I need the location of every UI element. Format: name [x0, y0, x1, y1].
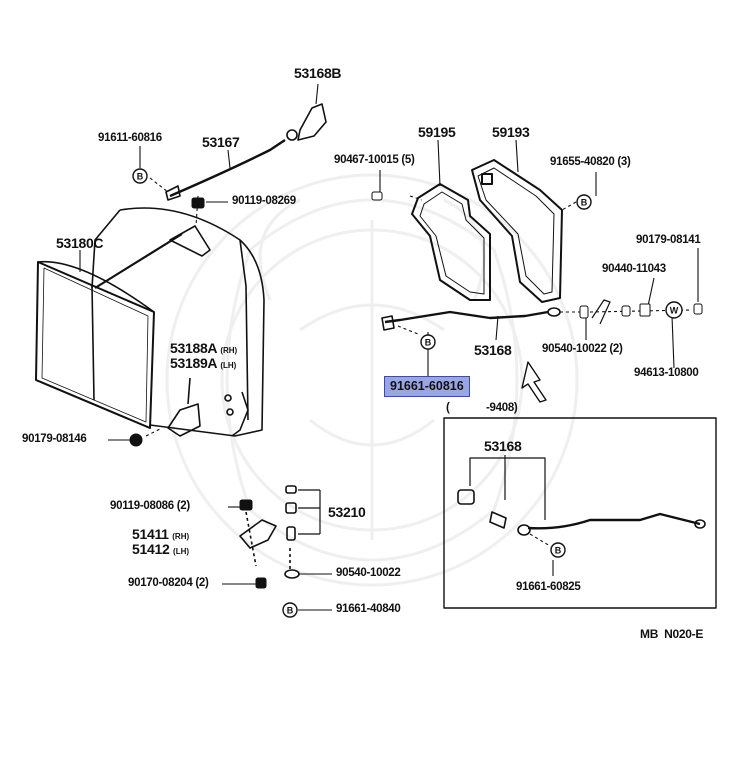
- callout-90179-08141: 90179-08141: [636, 234, 701, 246]
- bolt-symbol-label: B: [287, 606, 294, 616]
- cooler-shroud: [91, 207, 265, 437]
- callout-91661-40840: 91661-40840: [336, 603, 401, 615]
- callout-90179-08146: 90179-08146: [22, 433, 87, 445]
- callout-90170-08204: 90170-08204 (2): [128, 577, 209, 589]
- seal-59193: [471, 159, 563, 303]
- cooler-core: [35, 260, 155, 429]
- callout-53189A-side: (LH): [220, 361, 237, 370]
- callout-91611-60816: 91611-60816: [98, 132, 162, 144]
- callout-90540-10022: 90540-10022 (2): [542, 343, 623, 355]
- bolt-symbols: [132, 168, 683, 618]
- seal-59195: [411, 183, 491, 301]
- callout-53188A-side: (RH): [220, 346, 238, 355]
- callout-51412-number: 51412: [132, 541, 170, 557]
- highlighted-part-number[interactable]: 91661-60816: [384, 376, 470, 397]
- range-note-close: -9408): [486, 402, 518, 414]
- callout-94613-10800: 94613-10800: [634, 367, 699, 379]
- direction-arrow: [521, 361, 547, 403]
- callout-51411: 51411 (RH): [132, 527, 189, 541]
- callout-59193: 59193: [492, 124, 530, 140]
- callout-53188A-number: 53188A: [170, 340, 217, 356]
- callout-90540-10022-lower: 90540-10022: [336, 567, 401, 579]
- bolt-symbol-label: B: [555, 546, 562, 556]
- rod-53167: [165, 103, 327, 201]
- callout-90440-11043: 90440-11043: [602, 263, 666, 275]
- bolt-symbol-label: B: [581, 198, 588, 208]
- callout-53189A-number: 53189A: [170, 355, 217, 371]
- callout-91655-40820: 91655-40820 (3): [550, 156, 631, 168]
- callout-91661-60825: 91661-60825: [516, 581, 581, 593]
- callout-53180C: 53180C: [56, 235, 104, 251]
- callout-59195: 59195: [418, 124, 456, 140]
- range-note-open: (: [446, 402, 450, 414]
- watermark-emblem: [165, 173, 579, 587]
- callout-53189A: 53189A (LH): [170, 356, 236, 370]
- bracket-53188A: [167, 377, 249, 437]
- callout-90467-10015: 90467-10015 (5): [334, 154, 415, 166]
- callout-53167: 53167: [202, 134, 240, 150]
- hardware-stack: [239, 485, 321, 579]
- inset-frame: [443, 417, 717, 609]
- callout-51411-side: (RH): [172, 532, 190, 541]
- callout-53168: 53168: [474, 342, 512, 358]
- fasteners: [129, 191, 703, 589]
- callout-53188A: 53188A (RH): [170, 341, 237, 355]
- bolt-symbol-label: B: [137, 172, 144, 182]
- callout-51412-side: (LH): [173, 547, 190, 556]
- inset-cable: [457, 455, 706, 536]
- callout-53168-inset: 53168: [484, 438, 522, 454]
- callout-51412: 51412 (LH): [132, 542, 189, 556]
- callout-90119-08269: 90119-08269: [232, 195, 296, 207]
- bolt-symbol-label: B: [425, 338, 432, 348]
- callout-90119-08086: 90119-08086 (2): [110, 500, 190, 512]
- callout-53210: 53210: [328, 504, 366, 520]
- leader-lines: [79, 83, 699, 611]
- washer-symbol-label: W: [670, 306, 679, 316]
- callout-53168B: 53168B: [294, 65, 342, 81]
- diagram-code: MB N020-E: [640, 627, 704, 641]
- callout-51411-number: 51411: [132, 526, 169, 542]
